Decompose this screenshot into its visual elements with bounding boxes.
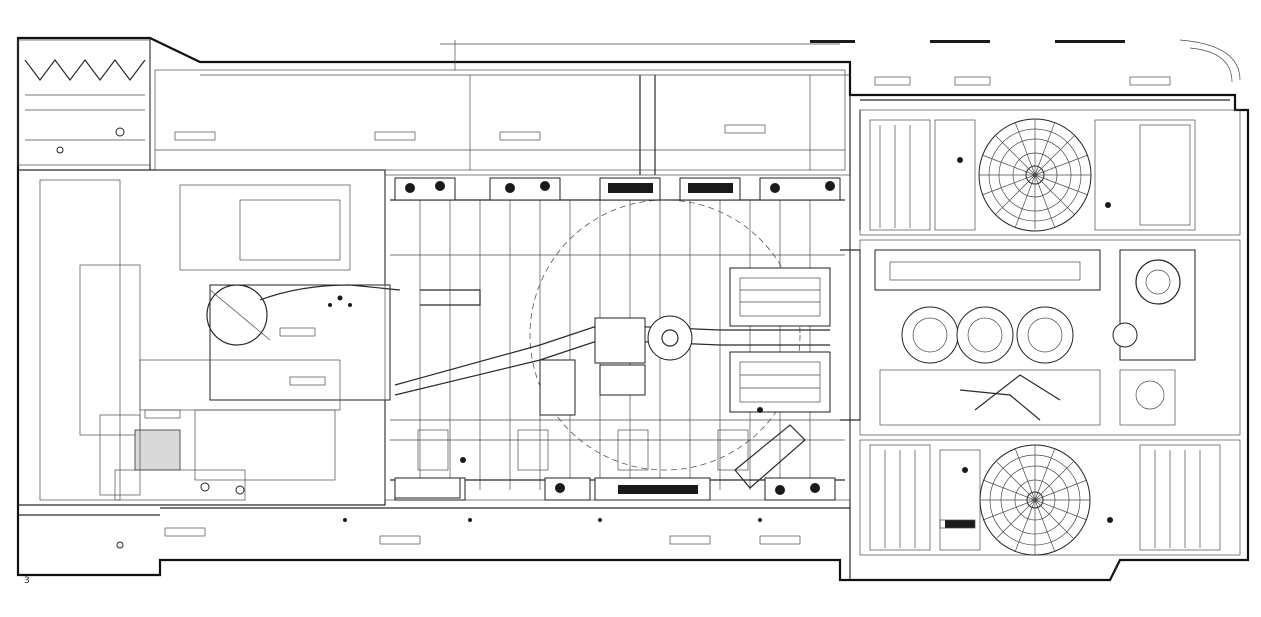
suspension-top-row — [394, 177, 841, 201]
fastener-points — [116, 295, 763, 549]
suspension-bottom-row — [394, 429, 836, 501]
cooling-fan-top — [978, 118, 1092, 232]
center-tanks — [729, 267, 831, 489]
turret-ring — [529, 199, 801, 471]
drive-shaft — [394, 315, 830, 416]
annotation-tags — [144, 76, 1171, 545]
left-grille — [17, 39, 151, 166]
transmission-assembly — [39, 179, 401, 501]
cooling-fan-bottom — [979, 444, 1091, 556]
engine-compartment — [859, 109, 1241, 556]
engine-cylinders — [874, 249, 1196, 426]
page-number-label: 3 — [24, 576, 30, 586]
